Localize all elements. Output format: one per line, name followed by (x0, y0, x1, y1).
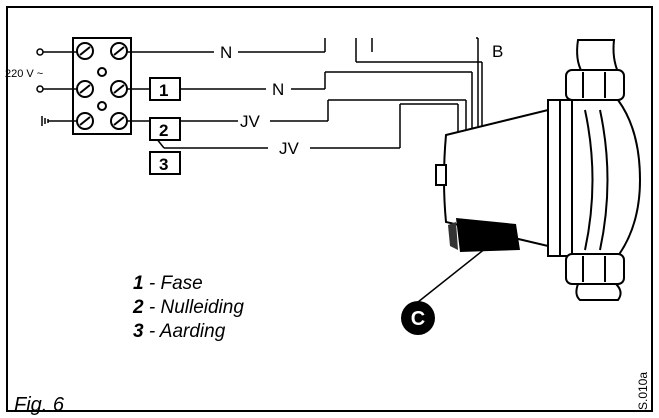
terminal-box-1 (149, 77, 181, 101)
capacitor-block (448, 218, 520, 252)
legend-text: Fase (160, 273, 203, 294)
legend: 1 - Fase 2 - Nulleiding 3 - Aarding (133, 272, 244, 344)
wire-label-jv-1: JV (240, 112, 261, 131)
terminal-box-2 (149, 117, 181, 141)
legend-separator: - (143, 297, 161, 318)
terminal-box-3 (149, 151, 181, 175)
legend-separator: - (143, 273, 161, 294)
legend-number: 1 (133, 273, 144, 294)
terminal-number-2: 2 (159, 121, 168, 140)
legend-text: Nulleiding (160, 297, 244, 318)
pump-illustration (435, 39, 642, 301)
terminal-number-3: 3 (159, 155, 168, 174)
legend-item: 1 - Fase (133, 272, 244, 296)
terminal-block (72, 37, 132, 135)
legend-separator: - (143, 321, 160, 342)
callout-leader (417, 247, 487, 303)
supply-leads (36, 48, 77, 126)
wire-label-jv-2: JV (279, 139, 300, 158)
legend-number: 3 (133, 321, 144, 342)
legend-number: 2 (133, 297, 144, 318)
figure-frame (6, 6, 653, 412)
callout-c-label: C (411, 308, 425, 330)
wire-label-b: B (492, 42, 503, 61)
voltage-label: 220 V ~ (5, 68, 43, 80)
figure-code: S.010a (636, 371, 650, 410)
legend-item: 2 - Nulleiding (133, 296, 244, 320)
wire-label-n-top: N (220, 43, 232, 62)
wires (127, 37, 483, 149)
callout-c-badge (401, 301, 435, 335)
wire-label-n-mid: N (272, 80, 284, 99)
figure-caption: Fig. 6 (14, 394, 65, 416)
legend-item: 3 - Aarding (133, 320, 244, 344)
legend-text: Aarding (159, 321, 226, 342)
terminal-number-1: 1 (159, 81, 168, 100)
